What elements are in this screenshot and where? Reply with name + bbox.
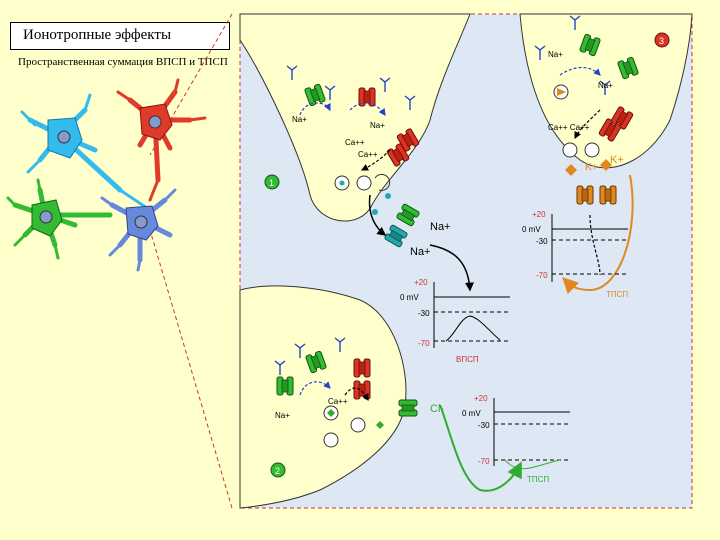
zoom-line-bottom [149,229,233,509]
ion-flow-arrows [299,66,601,402]
ion-label-ca: Ca++ [345,138,365,147]
ion-label-na: Na+ [292,115,307,124]
nucleus-icon [57,130,71,144]
svg-text:-70: -70 [418,339,430,348]
ion-label-na: Na+ [410,246,431,258]
svg-text:1: 1 [269,178,274,188]
nucleus-icon [134,215,148,229]
svg-text:2: 2 [275,466,280,476]
svg-text:+20: +20 [414,278,428,287]
marker-2: 2 [270,462,286,478]
slide-subtitle: Пространственная суммация ВПСП и ТПСП [18,56,228,68]
svg-text:-70: -70 [478,457,490,466]
svg-text:-30: -30 [478,421,490,430]
svg-text:3: 3 [659,36,664,46]
presynaptic-terminal-3 [519,13,693,169]
slide-title: Ионотропные эффекты [23,27,172,43]
ion-label-k: K+ [585,162,598,173]
nucleus-icon [148,115,162,129]
graph-label-ipsp: ТПСП [527,475,549,484]
ion-label-ca: Ca++ [358,150,378,159]
neuron-green [6,178,113,260]
nucleus-icon [39,210,53,224]
svg-text:0 mV: 0 mV [462,409,481,418]
k-efflux-arrow [562,174,634,295]
title-box: Ионотропные эффекты [10,22,230,50]
synaptic-vesicles [323,84,612,448]
svg-text:-30: -30 [418,309,430,318]
cl-influx-arrow [439,404,522,492]
svg-text:+20: +20 [474,394,488,403]
ion-label-na: Na+ [370,121,385,130]
neuron-blue [100,188,177,272]
marker-1: 1 [264,174,280,190]
marker-3: 3 [654,32,670,48]
ion-label-k: K+ [610,154,624,166]
graph-label-ipsp: ТПСП [606,290,628,299]
ion-label-na: Na+ [430,221,451,233]
svg-text:0 mV: 0 mV [522,225,541,234]
ion-label-ca: Ca++ [328,397,348,406]
graph-epsp-middle: +20 0 mV -30 -70 ВПСП [400,278,510,364]
svg-text:-30: -30 [536,237,548,246]
ion-label-ca-pair: Ca++ Ca++ [548,123,590,132]
neuron-red [116,78,207,202]
svg-text:-70: -70 [536,271,548,280]
svg-text:0 mV: 0 mV [400,293,419,302]
graph-ipsp-bottom: +20 0 mV -30 -70 ТПСП [462,394,570,484]
ion-label-na: Na+ [598,81,613,90]
graph-label-epsp: ВПСП [456,355,479,364]
svg-text:+20: +20 [532,210,546,219]
ion-label-na: Na+ [275,411,290,420]
graph-ipsp-top: +20 0 mV -30 -70 ТПСП [522,210,628,299]
ion-label-cl: Cl- [430,403,444,415]
ion-label-na: Na+ [548,50,563,59]
neuron-cyan [20,93,152,212]
